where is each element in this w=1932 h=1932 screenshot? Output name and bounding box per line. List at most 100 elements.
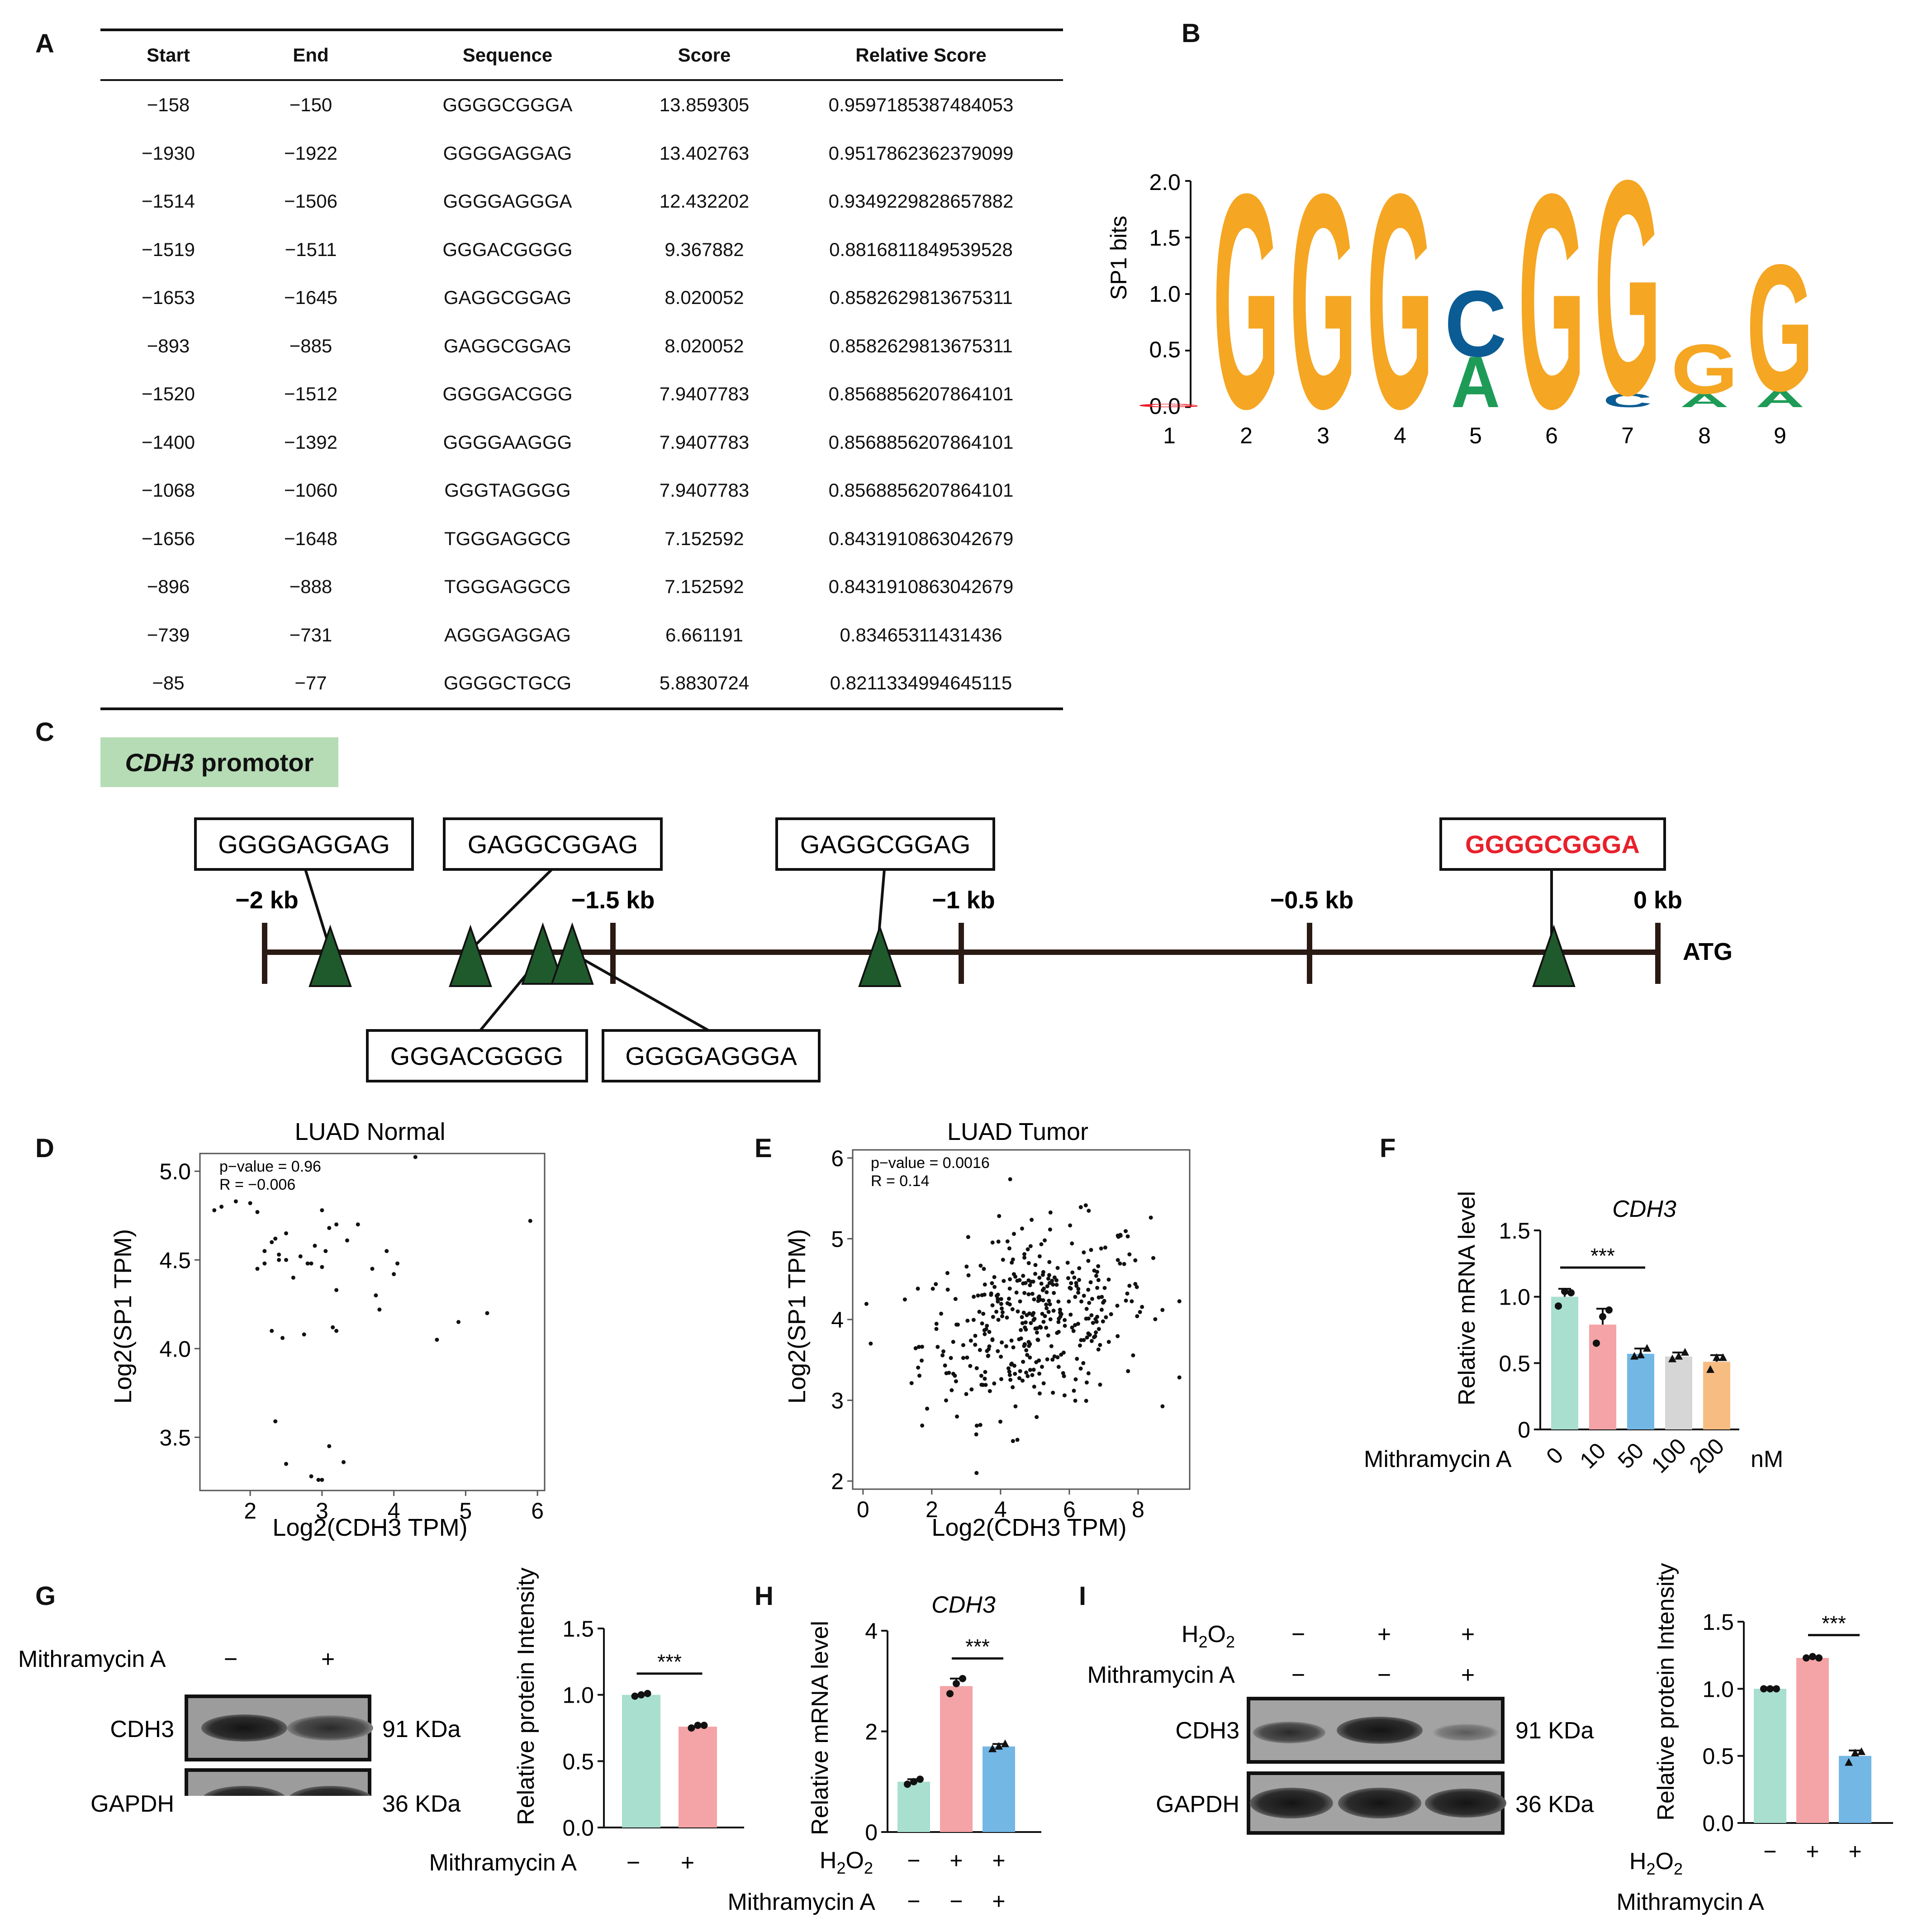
scatter-point [1118, 1261, 1122, 1266]
tick-label: −1 kb [932, 887, 995, 914]
sign-label: − [907, 1889, 920, 1914]
scatter-point [1013, 1404, 1018, 1409]
scatter-point [1072, 1275, 1077, 1280]
table-cell: 0.8568856207864101 [828, 383, 1014, 405]
table-cell: 13.402763 [659, 142, 750, 164]
row-label-h2o2: H2O2 [820, 1847, 873, 1877]
y-axis-label: Relative protein Intensity [1653, 1563, 1679, 1820]
scatter-point [1031, 1367, 1036, 1372]
scatter-point [987, 1389, 992, 1393]
x-tick-label: 100 [1647, 1434, 1691, 1478]
scatter-point [1082, 1293, 1086, 1298]
scatter-point [1037, 1372, 1042, 1376]
scatter-point [255, 1267, 260, 1271]
header-sequence: Sequence [385, 28, 630, 81]
scatter-point [1131, 1353, 1135, 1358]
binding-site-marker [449, 924, 492, 987]
scatter-point [345, 1238, 349, 1243]
x-axis-label: Log2(CDH3 TPM) [272, 1514, 467, 1541]
scatter-point [864, 1301, 869, 1306]
scatter-point [309, 1261, 313, 1266]
panel-label-d: D [35, 1134, 54, 1163]
scatter-point [935, 1345, 940, 1349]
significance-label: *** [1590, 1244, 1615, 1267]
scatter-point [1048, 1317, 1053, 1321]
scatter-point [1056, 1320, 1061, 1324]
scatter-point [1025, 1353, 1030, 1357]
scatter-point [1007, 1373, 1012, 1377]
scatter-point [983, 1370, 987, 1374]
scatter-point [1035, 1326, 1040, 1330]
scatter-point [1092, 1268, 1097, 1273]
scatter-point [1039, 1242, 1044, 1247]
scatter-point [305, 1261, 310, 1266]
scatter-point [1041, 1381, 1046, 1386]
scatter-point [1005, 1315, 1009, 1320]
y-tick-label: 4.5 [159, 1248, 191, 1273]
scatter-point [1074, 1281, 1078, 1285]
scatter-point [1116, 1334, 1120, 1339]
table-cell: −1506 [284, 190, 337, 212]
scatter-point [968, 1339, 973, 1343]
data-point [946, 1690, 954, 1698]
scatter-point [1040, 1365, 1044, 1369]
scatter-point [976, 1293, 980, 1298]
sequence-box [443, 817, 663, 871]
scatter-point [1096, 1278, 1101, 1282]
scatter-point [1160, 1404, 1165, 1409]
scatter-point [277, 1253, 281, 1257]
y-tick-label: 1.5 [1702, 1609, 1734, 1635]
y-tick-label: 0.5 [1702, 1744, 1734, 1769]
scatter-point [316, 1477, 321, 1482]
scatter-point [951, 1372, 955, 1376]
scatter-point [262, 1249, 267, 1253]
header-start: Start [100, 28, 236, 81]
logo-minor-letter: A [1451, 341, 1500, 422]
scatter-point [1124, 1298, 1128, 1303]
y-tick-label: 0.5 [1499, 1351, 1530, 1376]
scatter-point [1041, 1320, 1046, 1324]
scatter-point [1015, 1438, 1020, 1442]
scatter-point [1063, 1318, 1067, 1322]
scatter-point [1104, 1315, 1108, 1320]
scatter-point [1133, 1258, 1138, 1263]
y-tick-label: 1.0 [1499, 1285, 1530, 1310]
sequence-box-label: GAGGCGGAG [468, 830, 638, 859]
scatter-point [1030, 1313, 1035, 1317]
table-cell: −885 [289, 335, 332, 356]
logo-ytick: 0.5 [1149, 337, 1181, 362]
scatter-point [1031, 1318, 1036, 1322]
scatter-point [1073, 1377, 1078, 1381]
scatter-point [1056, 1365, 1061, 1369]
scatter-point [1007, 1296, 1011, 1301]
logo-minor-letter: A [1756, 385, 1804, 412]
blot-band [1425, 1789, 1506, 1818]
data-point [1815, 1654, 1823, 1662]
scatter-point [1062, 1393, 1067, 1398]
scatter-point [961, 1356, 965, 1360]
sign: − [1291, 1662, 1305, 1688]
scatter-point [1076, 1291, 1081, 1295]
scatter-point [1043, 1314, 1047, 1318]
scatter-point [1086, 1258, 1091, 1263]
table-cell: 0.83465311431436 [840, 624, 1002, 646]
r-label: R = −0.006 [219, 1176, 295, 1193]
table-cell: −1653 [142, 287, 195, 309]
scatter-point [1056, 1329, 1061, 1334]
bar [1551, 1296, 1578, 1429]
sequence-box-label: GGGGAGGAG [218, 830, 390, 859]
table-cell: 8.020052 [665, 335, 744, 356]
scatter-point [1077, 1277, 1082, 1282]
scatter-point [1089, 1313, 1094, 1318]
scatter-point [1072, 1388, 1076, 1393]
bar-chart-g-xlabels: Mithramycin A − + [429, 1850, 694, 1876]
scatter-point [1041, 1270, 1045, 1274]
scatter-point [320, 1265, 324, 1269]
scatter-point [273, 1236, 278, 1241]
sign: − [1291, 1621, 1305, 1647]
bar-chart-i-rows: H2O2 [1629, 1848, 1683, 1878]
